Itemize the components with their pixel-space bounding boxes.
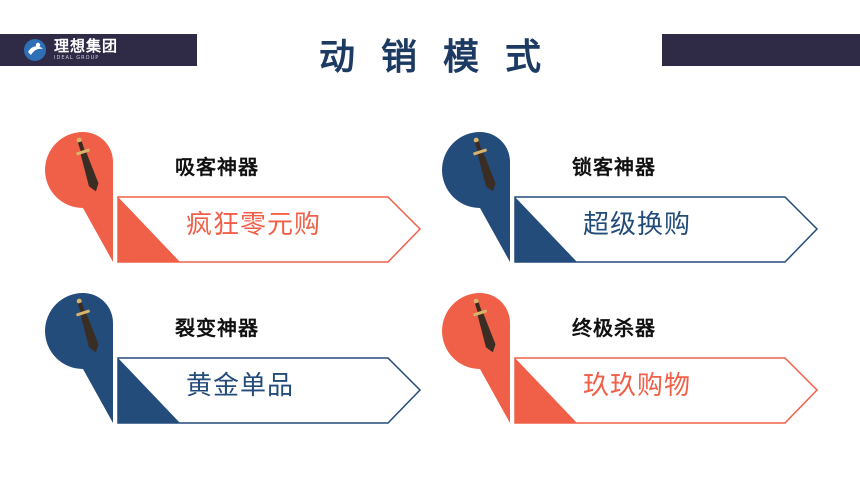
dagger-icon (473, 298, 496, 353)
card-shape (45, 293, 422, 424)
card-heading: 吸客神器 (175, 155, 259, 179)
logo-subtext: IDEAL GROUP (54, 55, 100, 61)
card-2: 锁客神器 超级换购 (442, 131, 819, 271)
card-heading: 锁客神器 (572, 155, 656, 179)
card-shape (45, 132, 422, 263)
card-3: 裂变神器 黄金单品 (45, 292, 422, 432)
card-subtitle: 玖玖购物 (583, 371, 692, 401)
card-heading: 裂变神器 (175, 316, 259, 340)
card-shape (442, 293, 819, 424)
page-title: 动销模式 (318, 37, 567, 78)
dagger-icon (473, 137, 496, 192)
dagger-icon (76, 298, 99, 353)
logo-text: 理想集团 (54, 37, 119, 55)
card-subtitle: 疯狂零元购 (186, 210, 322, 240)
dagger-icon (76, 137, 99, 192)
card-subtitle: 黄金单品 (186, 371, 295, 401)
header-band-right (662, 34, 860, 66)
company-logo: 理想集团 IDEAL GROUP (22, 36, 118, 64)
card-heading: 终极杀器 (572, 316, 656, 340)
card-subtitle: 超级换购 (583, 210, 692, 240)
card-4: 终极杀器 玖玖购物 (442, 292, 819, 432)
card-1: 吸客神器 疯狂零元购 (45, 131, 422, 271)
logo-mark-icon (24, 39, 46, 61)
card-shape (442, 132, 819, 263)
